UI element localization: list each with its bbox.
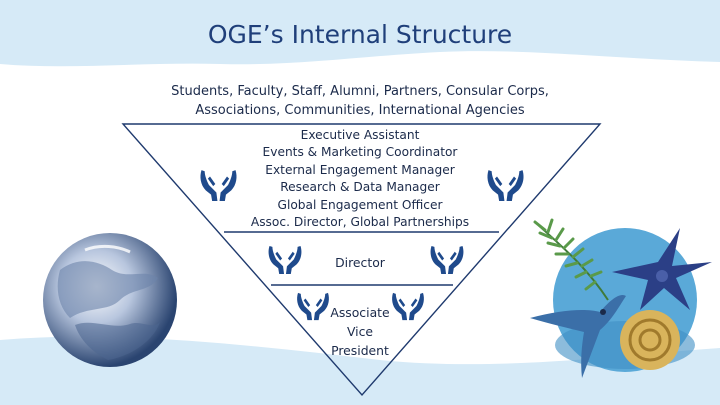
- staff-role: External Engagement Manager: [265, 162, 455, 177]
- staff-tier: Executive Assistant Events & Marketing C…: [220, 127, 500, 231]
- staff-role: Assoc. Director, Global Partnerships: [250, 215, 470, 230]
- earth-globe-image: [43, 233, 177, 367]
- hierarchy-triangle: [121, 123, 602, 397]
- avp-line: Associate: [330, 305, 390, 320]
- staff-role: Research & Data Manager: [280, 180, 440, 195]
- director-tier: Director: [335, 255, 385, 270]
- stakeholders-text: Students, Faculty, Staff, Alumni, Partne…: [150, 82, 570, 120]
- staff-role: Global Engagement Officer: [277, 197, 443, 212]
- supporting-hands-icon: [430, 245, 464, 275]
- page-title: OGE’s Internal Structure: [207, 20, 513, 49]
- staff-role: Executive Assistant: [300, 128, 420, 142]
- staff-role: Events & Marketing Coordinator: [262, 145, 458, 160]
- nature-collage-image: [530, 218, 712, 378]
- bottom-wave: [0, 336, 720, 405]
- stakeholders-line: Associations, Communities, International…: [195, 103, 525, 118]
- avp-line: Vice: [346, 324, 374, 339]
- avp-tier: Associate Vice President: [300, 303, 420, 360]
- stakeholders-line: Students, Faculty, Staff, Alumni, Partne…: [171, 84, 549, 99]
- top-wave: [0, 0, 720, 67]
- avp-line: President: [331, 343, 389, 358]
